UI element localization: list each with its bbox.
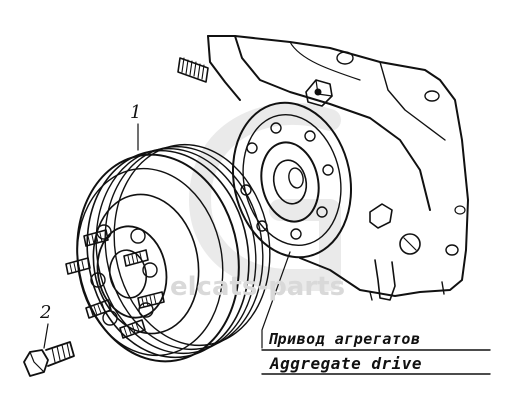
- watermark-text: elcats-parts: [170, 272, 346, 302]
- housing-stud: [177, 57, 209, 83]
- leader-lines: [43, 123, 291, 349]
- caption-russian: Привод агрегатов: [268, 330, 421, 348]
- bolt: [23, 341, 75, 377]
- pulley-studs: [65, 229, 165, 339]
- caption-frame: [261, 349, 491, 375]
- callout-part-1: 1: [130, 102, 142, 123]
- aggregate-drive-housing: [207, 35, 469, 301]
- pulley: [76, 143, 271, 363]
- callout-part-2: 2: [40, 302, 52, 323]
- caption-english: Aggregate drive: [270, 354, 422, 373]
